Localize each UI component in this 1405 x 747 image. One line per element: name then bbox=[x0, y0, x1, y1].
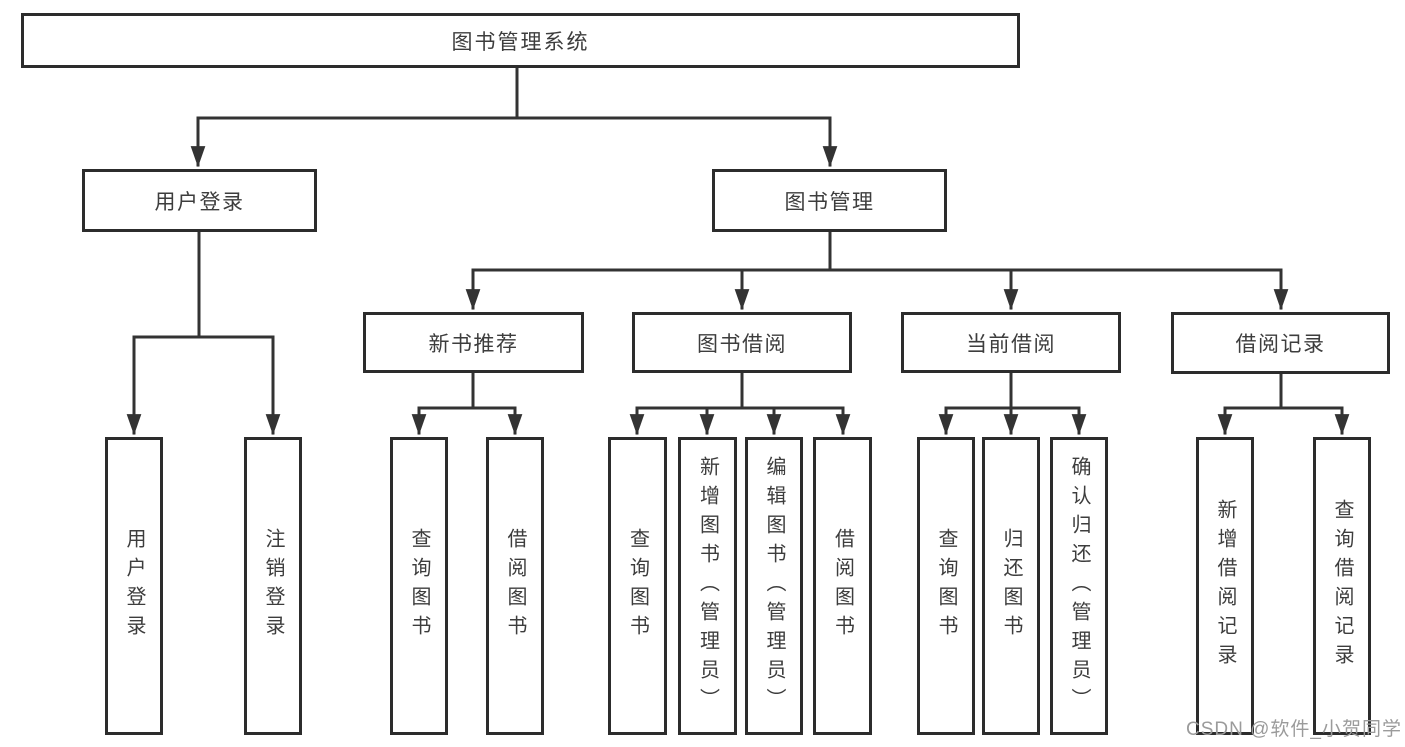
node-user-login-label: 用户登录 bbox=[154, 190, 245, 214]
leaf-return-books-label: 归还图书 bbox=[1000, 528, 1022, 644]
node-root-label: 图书管理系统 bbox=[451, 30, 590, 54]
leaf-confirm-return-admin: 确认归还（管理员） bbox=[1050, 437, 1108, 735]
leaf-confirm-return-admin-label: 确认归还（管理员） bbox=[1068, 455, 1090, 717]
leaf-borrow-books-label: 借阅图书 bbox=[831, 528, 854, 644]
leaf-user-login-label: 用户登录 bbox=[123, 528, 145, 644]
leaf-return-books: 归还图书 bbox=[982, 437, 1040, 735]
leaf-query-books-current: 查询图书 bbox=[917, 437, 975, 735]
leaf-logout-label: 注销登录 bbox=[262, 528, 284, 644]
leaf-edit-books-admin-label: 编辑图书（管理员） bbox=[763, 455, 785, 717]
watermark: CSDN @软件_小贺同学 bbox=[1186, 719, 1402, 740]
node-book-borrow: 图书借阅 bbox=[632, 312, 852, 373]
leaf-edit-books-admin: 编辑图书（管理员） bbox=[745, 437, 803, 735]
node-current-borrow: 当前借阅 bbox=[901, 312, 1121, 373]
node-current-borrow-label: 当前借阅 bbox=[966, 332, 1056, 356]
leaf-query-books-recommend: 查询图书 bbox=[390, 437, 448, 735]
leaf-query-books-recommend-label: 查询图书 bbox=[408, 528, 430, 644]
leaf-query-books-current-label: 查询图书 bbox=[935, 528, 957, 644]
leaf-query-borrow-record: 查询借阅记录 bbox=[1313, 437, 1371, 735]
leaf-user-login: 用户登录 bbox=[105, 437, 163, 735]
leaf-add-books-admin: 新增图书（管理员） bbox=[678, 437, 737, 735]
node-book-mgmt: 图书管理 bbox=[712, 169, 947, 232]
leaf-add-borrow-record-label: 新增借阅记录 bbox=[1214, 499, 1236, 673]
leaf-borrow-books-recommend-label: 借阅图书 bbox=[504, 528, 526, 644]
leaf-borrow-books: 借阅图书 bbox=[813, 437, 872, 735]
leaf-query-books-borrow-label: 查询图书 bbox=[626, 528, 649, 644]
node-new-book-recommend-label: 新书推荐 bbox=[428, 332, 519, 356]
node-root: 图书管理系统 bbox=[21, 13, 1020, 68]
node-borrow-records-label: 借阅记录 bbox=[1235, 333, 1326, 356]
leaf-query-books-borrow: 查询图书 bbox=[608, 437, 667, 735]
node-book-mgmt-label: 图书管理 bbox=[784, 190, 875, 214]
node-user-login: 用户登录 bbox=[82, 169, 317, 232]
leaf-query-borrow-record-label: 查询借阅记录 bbox=[1331, 499, 1353, 673]
node-book-borrow-label: 图书借阅 bbox=[697, 332, 787, 356]
leaf-add-borrow-record: 新增借阅记录 bbox=[1196, 437, 1254, 735]
leaf-logout: 注销登录 bbox=[244, 437, 302, 735]
node-new-book-recommend: 新书推荐 bbox=[363, 312, 584, 373]
leaf-add-books-admin-label: 新增图书（管理员） bbox=[696, 455, 719, 717]
leaf-borrow-books-recommend: 借阅图书 bbox=[486, 437, 544, 735]
node-borrow-records: 借阅记录 bbox=[1171, 312, 1390, 374]
